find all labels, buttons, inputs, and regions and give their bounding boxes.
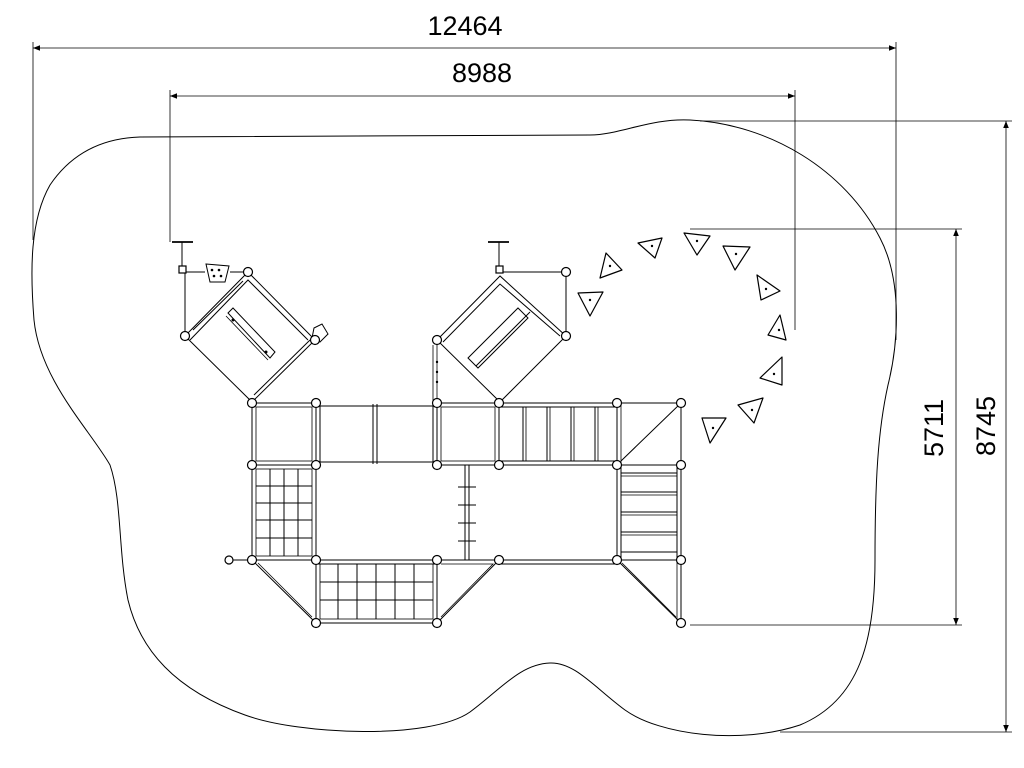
- posts: [179, 266, 687, 629]
- dimension-structure-depth-label: 5711: [919, 399, 949, 457]
- flag-post-left: [172, 241, 193, 274]
- dimension-structure-depth: 5711: [690, 228, 962, 626]
- left-ramp: [184, 263, 329, 403]
- dimension-total-width-label: 12464: [427, 11, 502, 41]
- deck-middle: [436, 402, 500, 466]
- dimension-total-depth: 8745: [700, 120, 1012, 733]
- tunnel-bridge: [315, 404, 438, 464]
- right-ladder: [616, 464, 682, 561]
- bottom-net: [250, 559, 501, 625]
- deck-left: [251, 402, 317, 466]
- left-net: [229, 464, 317, 561]
- dimension-structure-width: 8988: [169, 58, 796, 330]
- safety-zone-outline: [31, 119, 897, 737]
- stepping-stones: [577, 232, 787, 444]
- center-bars: [315, 464, 617, 565]
- ladder-bridge: [498, 402, 618, 466]
- deck-right-triangle: [616, 402, 682, 466]
- dimension-structure-width-label: 8988: [452, 58, 512, 88]
- flag-post-middle: [488, 241, 509, 274]
- right-bottom-ramp: [615, 559, 682, 625]
- dimension-total-depth-label: 8745: [971, 396, 1001, 456]
- dimension-total-width: 12464: [32, 11, 897, 340]
